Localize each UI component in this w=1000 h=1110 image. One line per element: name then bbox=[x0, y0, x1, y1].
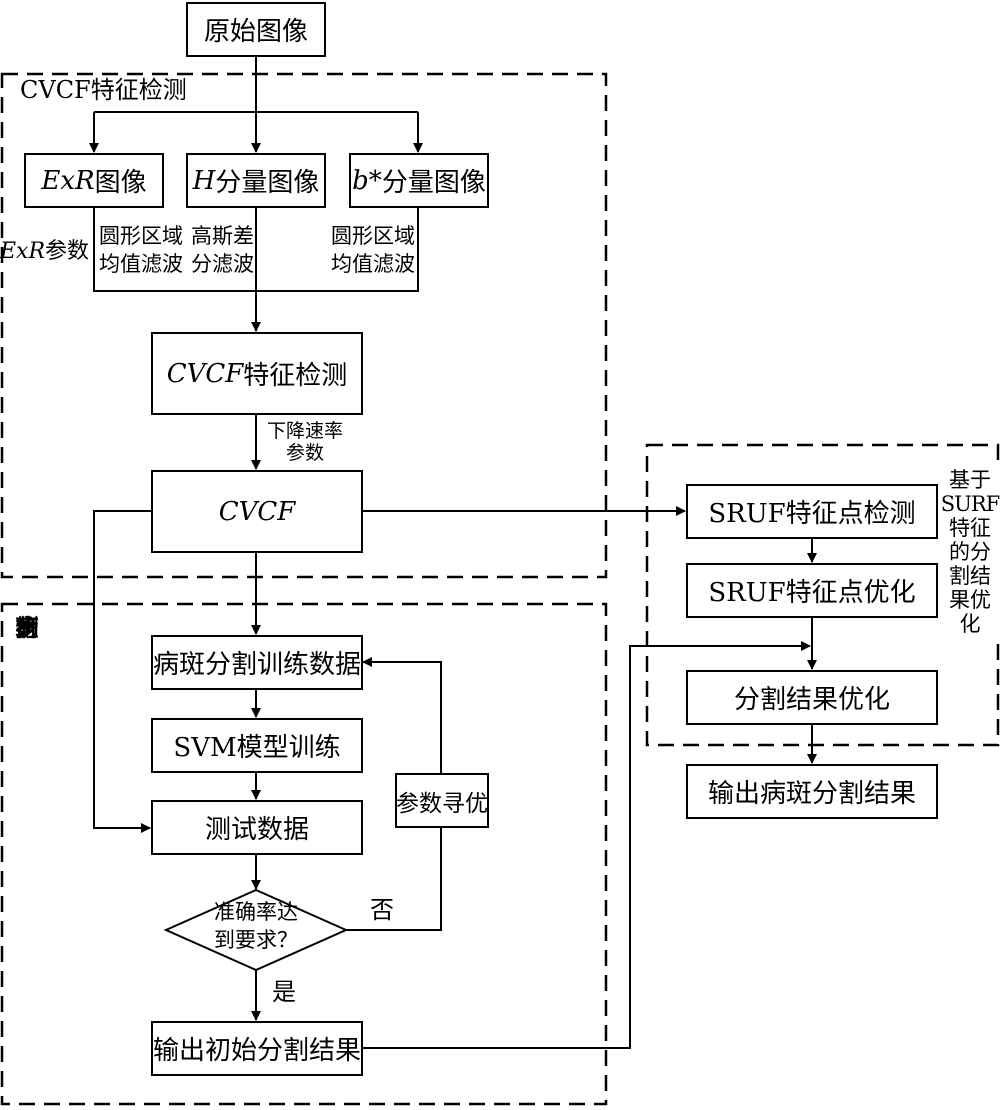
node-seg-opt: 分割结果优化 bbox=[686, 670, 938, 725]
cvcf-group-frame bbox=[0, 72, 608, 579]
cvcf-detect-var: CVCF bbox=[166, 358, 244, 389]
label-line: 高斯差 bbox=[191, 224, 254, 248]
group-title-char: 步 bbox=[15, 614, 39, 642]
label-line: 均值滤波 bbox=[331, 252, 415, 276]
h-text: 分量图像 bbox=[215, 168, 320, 198]
node-b-image: b*分量图像 bbox=[349, 153, 489, 208]
node-surf-opt: SRUF特征点优化 bbox=[686, 563, 938, 618]
node-decision: 准确率达 到要求？ bbox=[196, 898, 316, 954]
edge-initial-to-merge bbox=[362, 641, 811, 1049]
label-line: 分滤波 bbox=[191, 252, 254, 276]
edge-decision-no bbox=[346, 828, 442, 931]
group-title-char: 斑 bbox=[15, 614, 39, 642]
exr-var: ExR bbox=[41, 165, 95, 196]
edge-param-to-train bbox=[362, 657, 442, 773]
exr-text: 图像 bbox=[94, 168, 147, 198]
group-title-line: SURF bbox=[940, 492, 1000, 516]
label-line: 下降速率 bbox=[267, 420, 344, 442]
label-circle-filter-1: 圆形区域 均值滤波 bbox=[99, 222, 183, 278]
group-title-line: 基于 bbox=[949, 468, 991, 492]
label-exr-param: ExR参数 bbox=[0, 238, 89, 266]
h-var: H bbox=[192, 165, 216, 196]
label-line: 均值滤波 bbox=[99, 252, 183, 276]
b-text: 分量图像 bbox=[381, 168, 486, 198]
label-yes: 是 bbox=[272, 978, 296, 1006]
group-title-char: 分 bbox=[15, 614, 39, 642]
decision-line: 到要求？ bbox=[214, 928, 298, 952]
edge-cvcf-to-test bbox=[93, 510, 151, 833]
node-param-opt: 参数寻优 bbox=[395, 773, 489, 828]
cvcf-detect-text: 特征检测 bbox=[243, 361, 348, 391]
initial-seg-group-frame bbox=[0, 602, 608, 1106]
label-circle-filter-2: 圆形区域 均值滤波 bbox=[331, 222, 415, 278]
node-train-data: 病斑分割训练数据 bbox=[151, 635, 363, 690]
node-test-data: 测试数据 bbox=[151, 800, 363, 855]
group-title-line: 特征 bbox=[949, 516, 991, 540]
node-surf-detect: SRUF特征点检测 bbox=[686, 484, 938, 539]
group-title-line: 果优 bbox=[949, 588, 991, 612]
group-title-line: 割结 bbox=[949, 564, 991, 588]
exr-param-text: 参数 bbox=[45, 239, 90, 264]
label-line: 参数 bbox=[286, 442, 325, 464]
b-var: b* bbox=[352, 165, 382, 196]
group-title-char: 初 bbox=[15, 614, 39, 642]
node-svm-train: SVM模型训练 bbox=[151, 718, 363, 773]
surf-group-title: 基于 SURF 特征 的分 割结 果优 化 bbox=[940, 468, 1000, 636]
exr-param-var: ExR bbox=[0, 239, 46, 264]
node-cvcf: CVCF bbox=[151, 470, 363, 553]
label-no: 否 bbox=[370, 896, 394, 924]
node-original-image: 原始图像 bbox=[186, 2, 326, 57]
label-line: 圆形区域 bbox=[99, 224, 183, 248]
group-title-char: 病 bbox=[15, 614, 39, 642]
node-final-output: 输出病斑分割结果 bbox=[686, 764, 938, 819]
group-title-char: 割 bbox=[15, 614, 39, 642]
group-title-line: 化 bbox=[959, 612, 981, 636]
node-initial-output: 输出初始分割结果 bbox=[151, 1021, 363, 1076]
decision-line: 准确率达 bbox=[214, 900, 298, 924]
label-decline-rate: 下降速率 参数 bbox=[267, 420, 343, 464]
label-dog-filter: 高斯差 分滤波 bbox=[191, 222, 254, 278]
label-line: 圆形区域 bbox=[331, 224, 415, 248]
group-title-line: 的分 bbox=[949, 540, 991, 564]
cvcf-group-title: CVCF特征检测 bbox=[20, 76, 187, 104]
